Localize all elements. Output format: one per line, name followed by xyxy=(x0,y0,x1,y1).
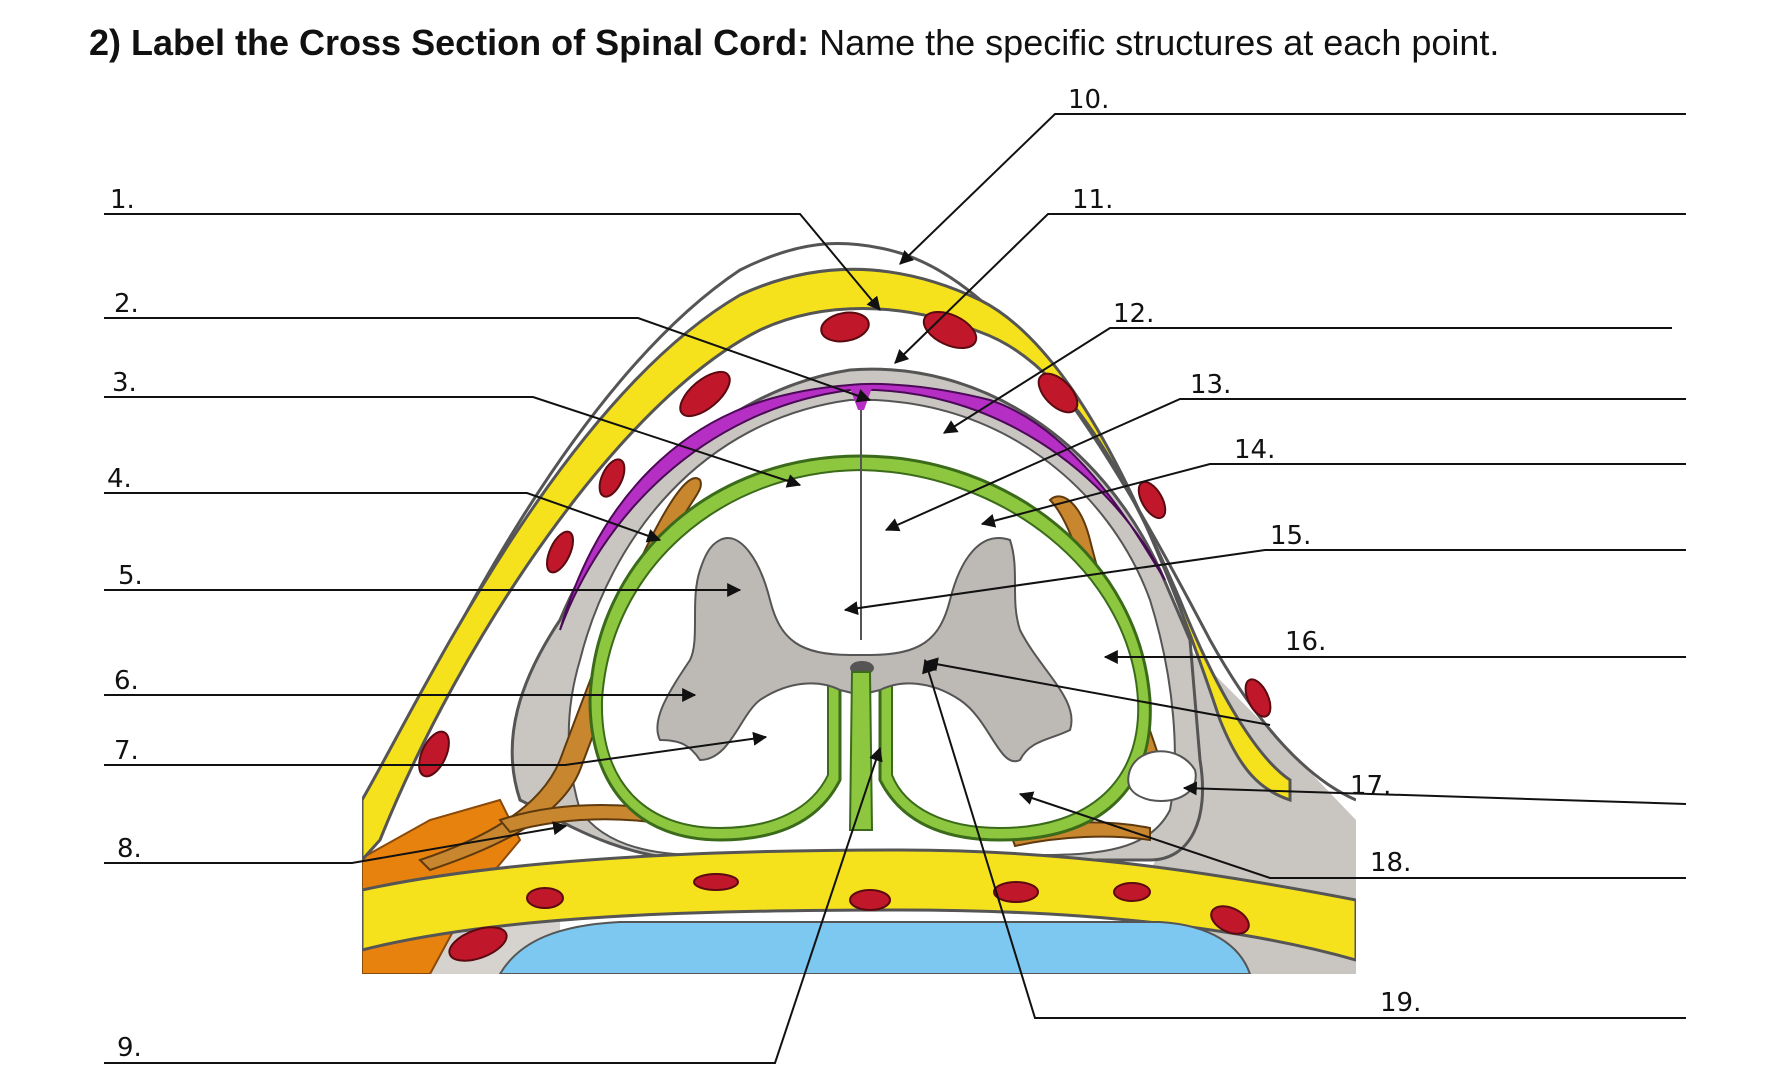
leader-3 xyxy=(104,396,802,488)
leader-17 xyxy=(1182,781,1687,805)
pouch-17 xyxy=(1127,750,1197,802)
leader-15 xyxy=(843,549,1686,616)
label-2: 2. xyxy=(114,289,139,319)
blood-vessels-lower xyxy=(448,873,1250,962)
label-12: 12. xyxy=(1113,299,1154,329)
label-8: 8. xyxy=(117,834,142,864)
title-rest: Name the specific structures at each poi… xyxy=(809,22,1500,63)
label-10: 10. xyxy=(1068,85,1109,115)
title-bold: 2) Label the Cross Section of Spinal Cor… xyxy=(89,22,810,63)
leader-7 xyxy=(104,731,768,766)
label-17: 17. xyxy=(1350,771,1391,801)
label-1: 1. xyxy=(110,185,135,215)
blue-fluid xyxy=(498,921,1252,974)
label-11: 11. xyxy=(1072,185,1113,215)
arachnoid-layer xyxy=(559,382,1166,631)
label-6: 6. xyxy=(114,666,139,696)
label-7: 7. xyxy=(114,736,139,766)
leader-10 xyxy=(899,113,1686,265)
leader-2 xyxy=(104,317,872,403)
leader-14 xyxy=(980,463,1686,528)
label-15: 15. xyxy=(1270,521,1311,551)
grey-matter xyxy=(656,537,1073,763)
leader-ring xyxy=(923,657,1271,726)
label-19: 19. xyxy=(1380,988,1421,1018)
leader-1 xyxy=(104,213,881,311)
leader-4 xyxy=(104,492,662,543)
outer-membrane xyxy=(362,242,1356,821)
label-3: 3. xyxy=(112,368,137,398)
label-16: 16. xyxy=(1285,627,1326,657)
leader-13 xyxy=(884,398,1686,532)
label-9: 9. xyxy=(117,1033,142,1063)
leader-9 xyxy=(104,746,883,1064)
label-13: 13. xyxy=(1190,370,1231,400)
yellow-arch xyxy=(362,267,1292,863)
label-4: 4. xyxy=(107,464,132,494)
leader-lines xyxy=(104,113,1687,1064)
label-18: 18. xyxy=(1370,848,1411,878)
label-5: 5. xyxy=(118,561,143,591)
label-14: 14. xyxy=(1234,435,1275,465)
leader-18 xyxy=(1018,791,1686,879)
leader-19 xyxy=(922,658,1686,1019)
leader-12 xyxy=(943,327,1672,434)
label-numbers: 1. 2. 3. 4. 5. 6. 7. 8. 9. 10. 11. 12. 1… xyxy=(107,85,1421,1063)
leader-8 xyxy=(104,821,568,864)
blood-vessels-upper xyxy=(418,310,1272,778)
page-title: 2) Label the Cross Section of Spinal Cor… xyxy=(89,22,1499,64)
leader-11 xyxy=(894,213,1686,364)
